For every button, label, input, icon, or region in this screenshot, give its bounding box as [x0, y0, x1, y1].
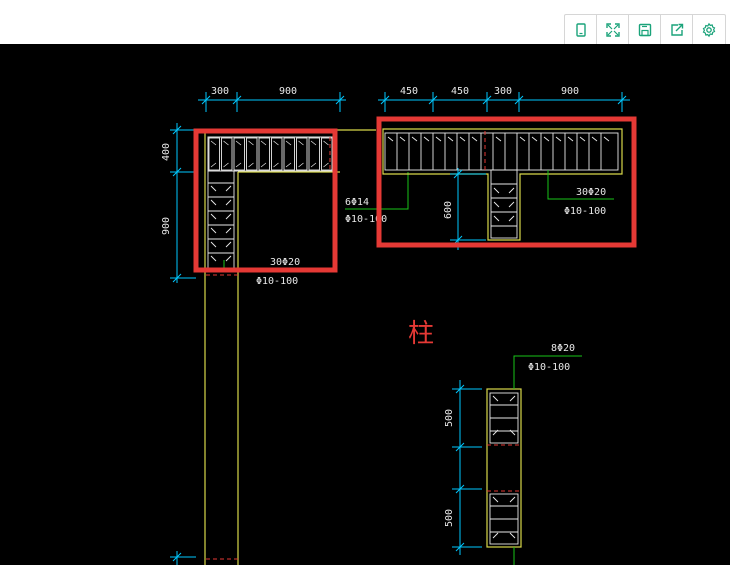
column-leader-line: [513, 355, 582, 565]
rebar-leader-label: 6Φ14: [345, 197, 369, 208]
rebar-cage-vertical: [207, 170, 235, 269]
right-wall-section: 450 450 300 900: [378, 86, 630, 250]
rebar-main-label: 30Φ20: [576, 187, 606, 198]
highlight-box-right: [376, 116, 637, 248]
dim-label: 900: [561, 86, 579, 97]
right-side-dimension: [450, 168, 486, 250]
left-top-dimension: [198, 92, 346, 112]
right-top-dimension: [378, 92, 630, 112]
dim-label: 900: [279, 86, 297, 97]
dim-label: 900: [161, 217, 172, 235]
middle-leader-line: [345, 172, 409, 210]
rebar-main-label: 8Φ20: [551, 343, 575, 354]
dim-label: 400: [161, 143, 172, 161]
page-view-icon: [575, 23, 586, 37]
share-icon: [670, 23, 683, 36]
right-margin: [730, 44, 737, 565]
column-rebar-cage: [489, 392, 519, 545]
rebar-detail-drawing: 300 900 400 900: [161, 86, 637, 565]
viewer-toolbar: [564, 14, 726, 46]
column-side-dimension: [452, 380, 482, 555]
rebar-main-label: 30Φ20: [270, 257, 300, 268]
stirrup-label: Φ10-100: [564, 206, 606, 217]
dim-label: 300: [211, 86, 229, 97]
left-wall-section: 300 900 400 900: [161, 86, 409, 565]
cad-drawing-canvas[interactable]: 300 900 400 900: [0, 44, 730, 565]
save-button[interactable]: [629, 15, 661, 45]
column-section: 500 500 8Φ20 Φ10-100: [444, 343, 582, 565]
rebar-cage-horizontal: [207, 136, 334, 172]
right-wall-outline: [382, 128, 623, 241]
fullscreen-button[interactable]: [597, 15, 629, 45]
fullscreen-icon: [605, 23, 620, 37]
section-cut-marks: [206, 137, 331, 560]
column-outline: [486, 388, 522, 548]
left-wall-outline: [204, 129, 376, 565]
page-view-button[interactable]: [565, 15, 597, 45]
right-leader-line: [547, 170, 614, 200]
settings-button[interactable]: [693, 15, 725, 45]
dim-label: 300: [494, 86, 512, 97]
column-annotation-label: 柱: [408, 319, 434, 349]
dim-label: 600: [443, 201, 454, 219]
bottom-dimension: [170, 551, 196, 565]
dim-label: 500: [444, 509, 455, 527]
dim-label: 450: [451, 86, 469, 97]
save-icon: [638, 23, 651, 37]
dim-label: 450: [400, 86, 418, 97]
stirrup-leader-label: Φ10-100: [345, 214, 387, 225]
highlight-box-left: [193, 128, 338, 273]
stirrup-label: Φ10-100: [528, 362, 570, 373]
right-rebar-cage: [384, 132, 619, 239]
share-button[interactable]: [661, 15, 693, 45]
settings-icon: [702, 22, 716, 38]
dim-label: 500: [444, 409, 455, 427]
left-side-dimension: [170, 123, 196, 283]
column-cut-marks: [487, 444, 521, 492]
stirrup-label: Φ10-100: [256, 276, 298, 287]
